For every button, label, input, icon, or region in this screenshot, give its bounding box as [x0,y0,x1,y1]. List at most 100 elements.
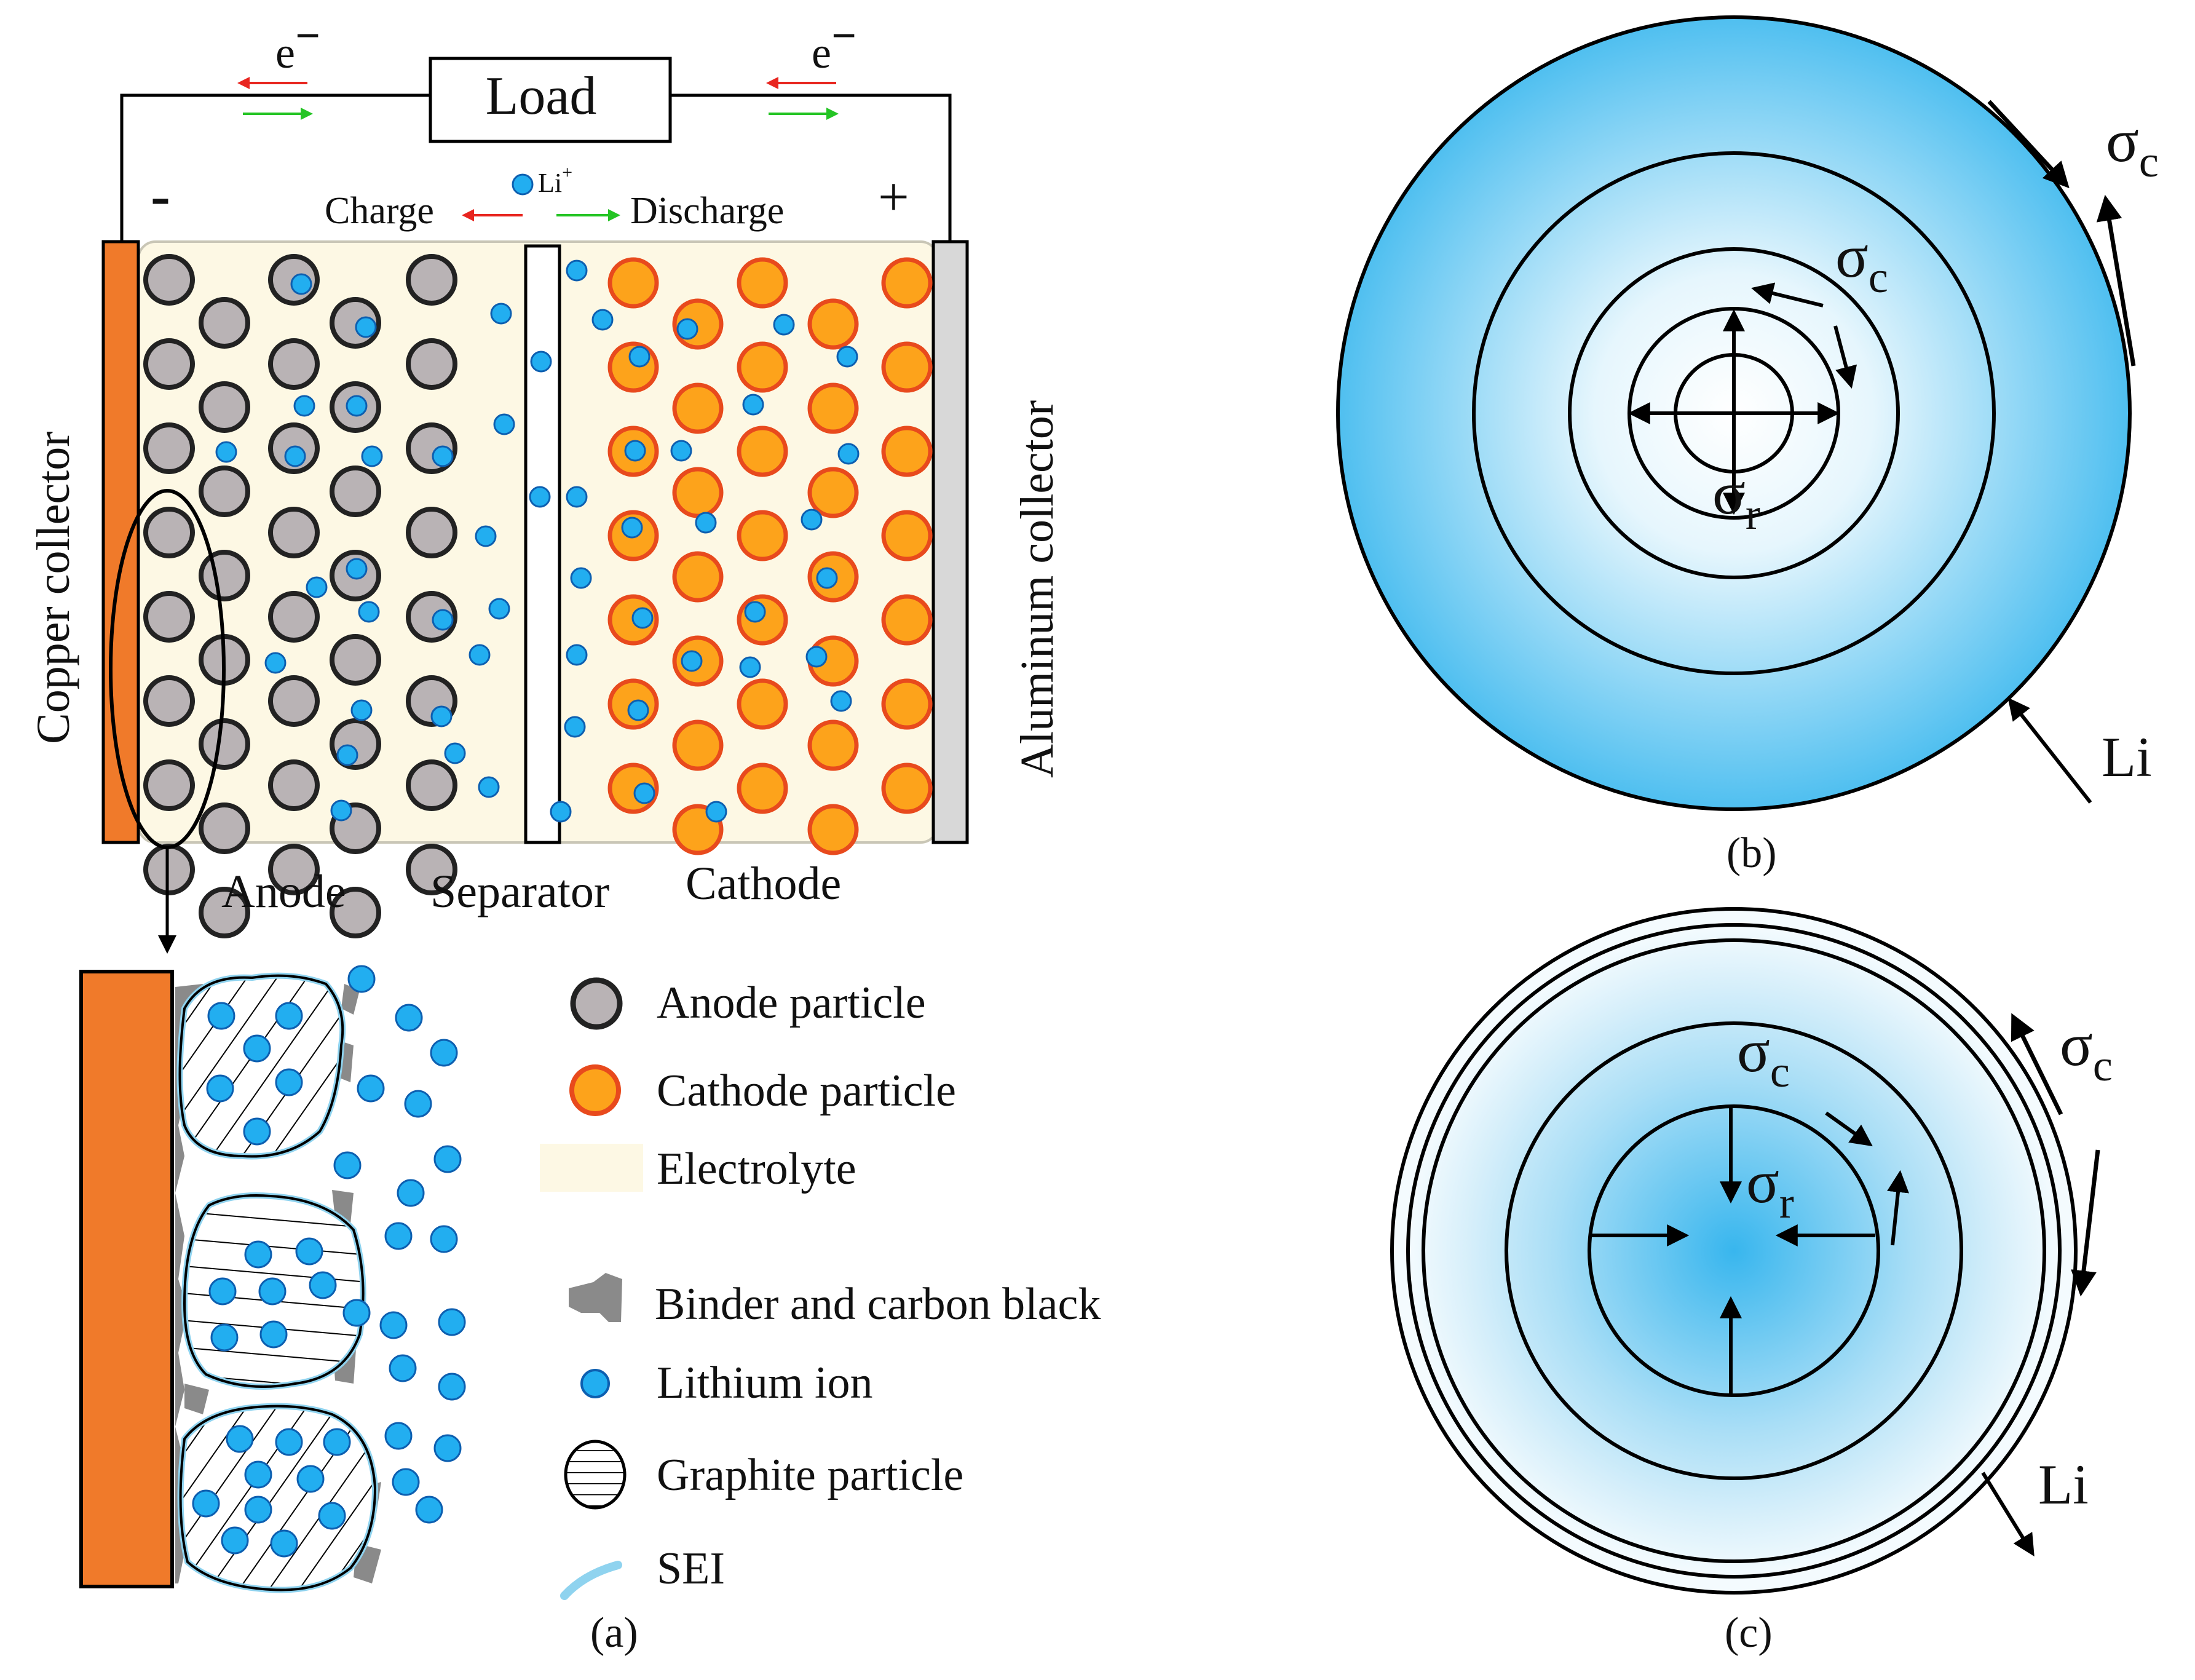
lithium-ion [415,1496,443,1524]
electron-label-left: e− [275,11,320,77]
cathode-particle [672,551,724,603]
lithium-ion [432,609,454,631]
anode-particle [406,759,457,811]
cathode-particle [807,467,859,518]
panel-c: σc σc σr Li (c) [1390,907,2113,1657]
cathode-particle [737,763,788,814]
circuit-wire-left [120,93,430,243]
panel-c-hoop-arrow-inner-1 [1825,1111,1873,1147]
cathode-particle [881,594,933,646]
lithium-ion [192,1489,220,1518]
lithium-ion [221,1526,249,1555]
ion-label: Li+ [538,162,572,198]
legend-anode-particle-icon [570,977,623,1030]
lithium-ion [438,1308,466,1336]
lithium-ion [627,699,649,721]
lithium-ion [742,394,764,416]
lithium-ion [475,525,497,547]
cathode-particle [607,257,659,309]
lithium-ion [306,576,328,598]
lithium-ion [566,644,588,666]
lithium-ion [433,1145,462,1173]
panel-b-sigma-r: σr [1712,459,1760,539]
cathode-particle [881,426,933,477]
plus-terminal: + [878,167,909,228]
lithium-ion [801,509,823,531]
lithium-ion [530,351,552,373]
legend-graphite: Graphite particle [657,1450,963,1500]
legend-cathode-particle: Cathode particle [657,1066,956,1116]
legend-cathode-particle-icon [569,1064,621,1116]
lithium-ion [773,314,795,336]
anode-particle [406,338,457,390]
anode-particle [143,591,195,643]
panel-b: σc σc σr Li (b) [1336,15,2159,877]
lithium-ion [490,303,512,325]
lithium-ion [837,443,860,465]
lithium-ion [275,1428,303,1456]
cathode-particle [881,510,933,561]
legend-binder: Binder and carbon black [655,1279,1101,1329]
anode-particle [268,338,320,390]
lithium-ion [275,1002,303,1030]
panel-b-sigma-c-outer: σc [2106,106,2159,186]
lithium-ion [358,601,380,623]
graphite-particle-1-outline [178,974,344,1158]
legend-graphite-icon [564,1440,627,1510]
anode-particle [268,759,320,811]
legend: Anode particle Cathode particle Electrol… [540,977,1101,1600]
lithium-ion [566,260,588,282]
lithium-ion [243,1117,271,1146]
panel-c-sigma-c-inner: σc [1737,1016,1790,1096]
lithium-ion [342,1299,371,1327]
lithium-ion [430,705,453,727]
lithium-ion [259,1320,288,1349]
anode-particle [199,718,250,770]
panel-c-sigma-c-outer: σc [2060,1010,2113,1090]
lithium-ion [529,486,551,508]
lithium-ion [330,799,352,822]
panel-c-li-arrow [1981,1472,2035,1557]
zoom-copper-collector [79,970,174,1588]
cathode-particle [672,719,724,771]
zoom-detail: (a) [79,965,638,1657]
copper-collector-label: Copper collector [28,431,79,744]
anode-particle [143,422,195,474]
anode-particle [268,675,320,727]
lithium-ion [816,567,838,589]
anode-particle [143,254,195,306]
cathode-particle [807,804,859,855]
lithium-ion [478,776,500,798]
external-circuit: Load e− e− - + Li+ Charge Discharge [120,11,952,243]
battery-cell: Copper collector Aluminum collector Anod… [28,240,1063,954]
lithium-ion [621,517,643,539]
lithium-ion [270,1529,298,1558]
lithium-ion [296,1465,325,1493]
legend-binder-icon [569,1273,622,1322]
graphite-particle-2-outline [183,1194,365,1388]
lithium-ion [631,607,654,629]
anode-particle [143,675,195,727]
panel-c-outer-ring-2 [1422,938,2046,1563]
lithium-ion [433,1434,462,1462]
lithium-ion [207,1002,235,1030]
lithium-ion [836,346,858,368]
anode-particle [268,844,320,895]
cathode-particle [807,298,859,350]
lithium-ion [488,598,510,620]
anode-particle [330,887,381,938]
lithium-ion [570,567,592,589]
panel-b-li-label: Li [2102,726,2152,788]
lithium-ion [243,1034,271,1063]
lithium-ion [739,656,761,678]
anode-particle [143,844,195,895]
legend-sei-icon [560,1561,622,1600]
lithium-ion [350,699,373,721]
lithium-ion [293,395,315,417]
legend-lithium-ion-icon [580,1369,610,1398]
panel-b-hoop-arrow-outer-1 [1987,100,2070,189]
lithium-ion [681,650,703,672]
panel-b-ring-2 [1568,247,1900,579]
lithium-ion [805,646,828,668]
lithium-ion [564,716,586,738]
